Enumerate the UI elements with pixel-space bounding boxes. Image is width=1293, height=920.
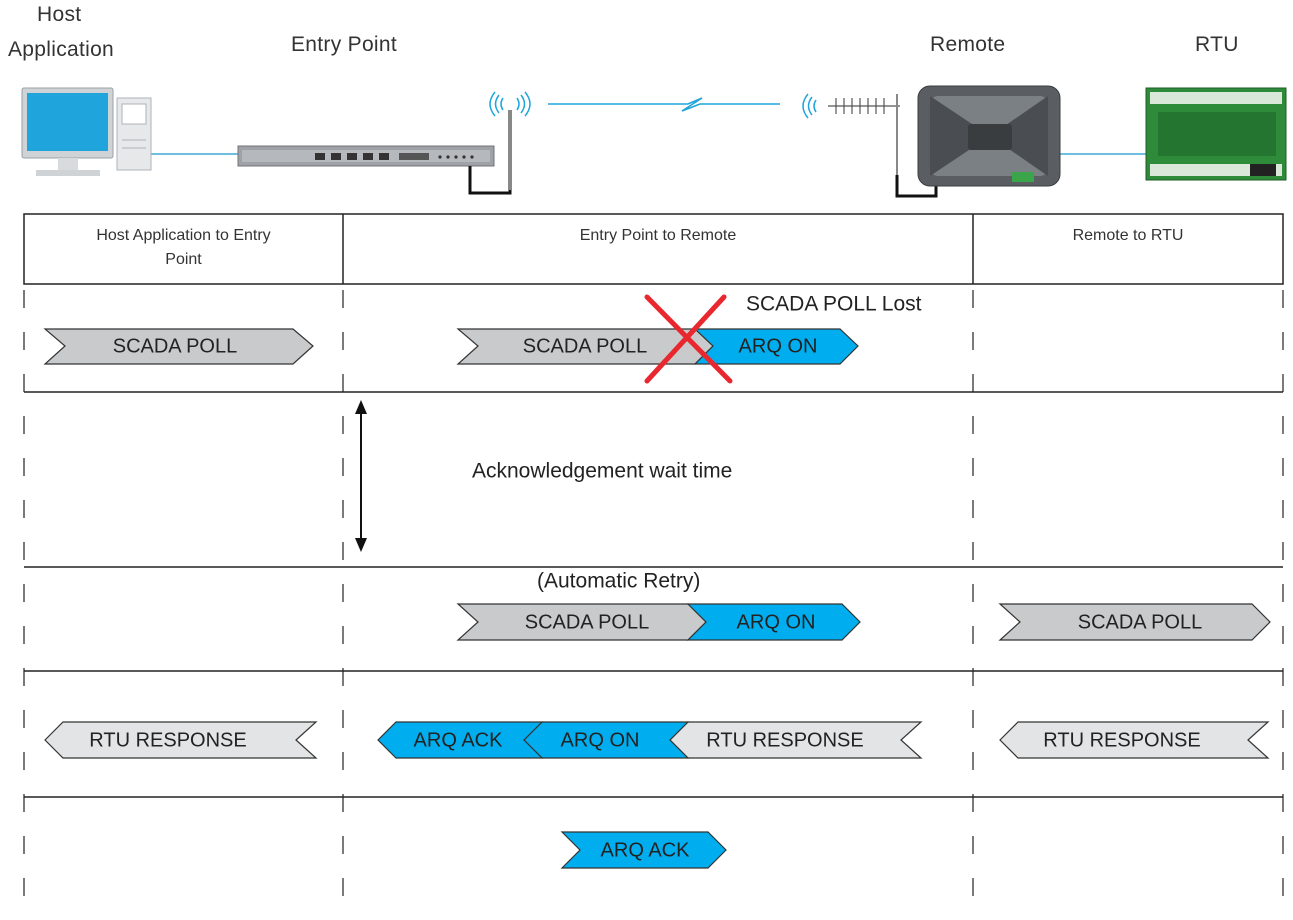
acknowledgement-wait-time-note: Acknowledgement wait time (472, 460, 732, 483)
column-header-host-to-entry-line2: Point (165, 251, 202, 268)
row5-entry-arq-ack-label: ARQ ACK (601, 839, 691, 861)
column-header-host-to-entry: Host Application to Entry Point (24, 214, 343, 284)
column-header-remote-to-rtu-label: Remote to RTU (1072, 227, 1184, 244)
computer-monitor-icon (21, 87, 114, 176)
row3-entry-scada-poll-label: SCADA POLL (525, 611, 650, 633)
entry-antenna-signal-icon (489, 91, 531, 117)
row4-rtu-rtu-response-label: RTU RESPONSE (1043, 729, 1200, 751)
automatic-retry-note: (Automatic Retry) (537, 570, 700, 593)
remote-label: Remote (930, 33, 1006, 56)
row3-entry-arq-on-shape (686, 603, 861, 641)
row4-entry-rtu-response-label: RTU RESPONSE (706, 729, 863, 751)
rtu-device-icon (1145, 87, 1287, 181)
remote-antenna-signal-icon (802, 93, 817, 119)
packet-shapes (43, 328, 1271, 869)
entry-point-label: Entry Point (291, 33, 398, 56)
row4-host-rtu-response-label: RTU RESPONSE (89, 729, 246, 751)
lost-packet-cross-icon (644, 294, 733, 384)
device-illustrations (21, 85, 1287, 198)
entry-point-rack-icon (237, 110, 512, 195)
row4-host-rtu-response-shape (44, 721, 318, 759)
computer-tower-icon (116, 97, 152, 171)
remote-radio-icon (917, 85, 1061, 187)
row1-host-scada-poll-label: SCADA POLL (113, 335, 238, 357)
column-header-entry-to-remote: Entry Point to Remote (343, 214, 973, 284)
column-header-entry-to-remote-label: Entry Point to Remote (579, 227, 737, 244)
row1-entry-scada-poll-label: SCADA POLL (523, 335, 648, 357)
row3-entry-arq-on-label: ARQ ON (737, 611, 816, 633)
column-header-host-to-entry-line1: Host Application to Entry (96, 227, 271, 244)
row4-entry-arq-ack-label: ARQ ACK (414, 729, 504, 751)
host-application-label-line1: Host (37, 3, 82, 26)
scada-poll-lost-note: SCADA POLL Lost (746, 293, 922, 316)
row1-entry-arq-on-shape (693, 328, 859, 365)
header-table-border (23, 213, 1284, 285)
radio-link-icon (548, 97, 780, 112)
row1-host-scada-poll-shape (43, 328, 314, 365)
row4-entry-arq-ack-shape (377, 721, 544, 759)
row3-rtu-scada-poll-label: SCADA POLL (1078, 611, 1203, 633)
remote-yagi-antenna-icon (828, 94, 938, 198)
row4-entry-arq-on-label: ARQ ON (561, 729, 640, 751)
row5-entry-arq-ack-shape (560, 831, 727, 869)
row1-entry-arq-on-label: ARQ ON (739, 335, 818, 357)
host-application-label-line2: Application (8, 38, 115, 61)
wait-time-double-arrow-icon (355, 400, 367, 552)
rtu-label: RTU (1195, 33, 1239, 56)
column-header-remote-to-rtu: Remote to RTU (973, 214, 1283, 284)
row4-rtu-rtu-response-shape (999, 721, 1270, 759)
row3-rtu-scada-poll-shape (998, 603, 1271, 641)
